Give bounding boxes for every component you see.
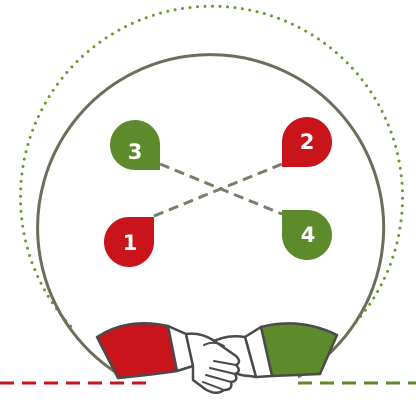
marker-4: 4 [282,210,332,260]
marker-3: 3 [110,120,160,170]
marker-3-label: 3 [128,140,143,164]
marker-2-label: 2 [300,130,315,154]
marker-1-label: 1 [123,231,138,255]
marker-4-label: 4 [301,223,316,247]
green-sleeve [261,323,337,376]
inner-ring [38,55,384,378]
red-sleeve [97,323,177,378]
marker-2: 2 [282,117,332,167]
marker-1: 1 [104,217,154,267]
connector-1-2 [154,164,282,216]
